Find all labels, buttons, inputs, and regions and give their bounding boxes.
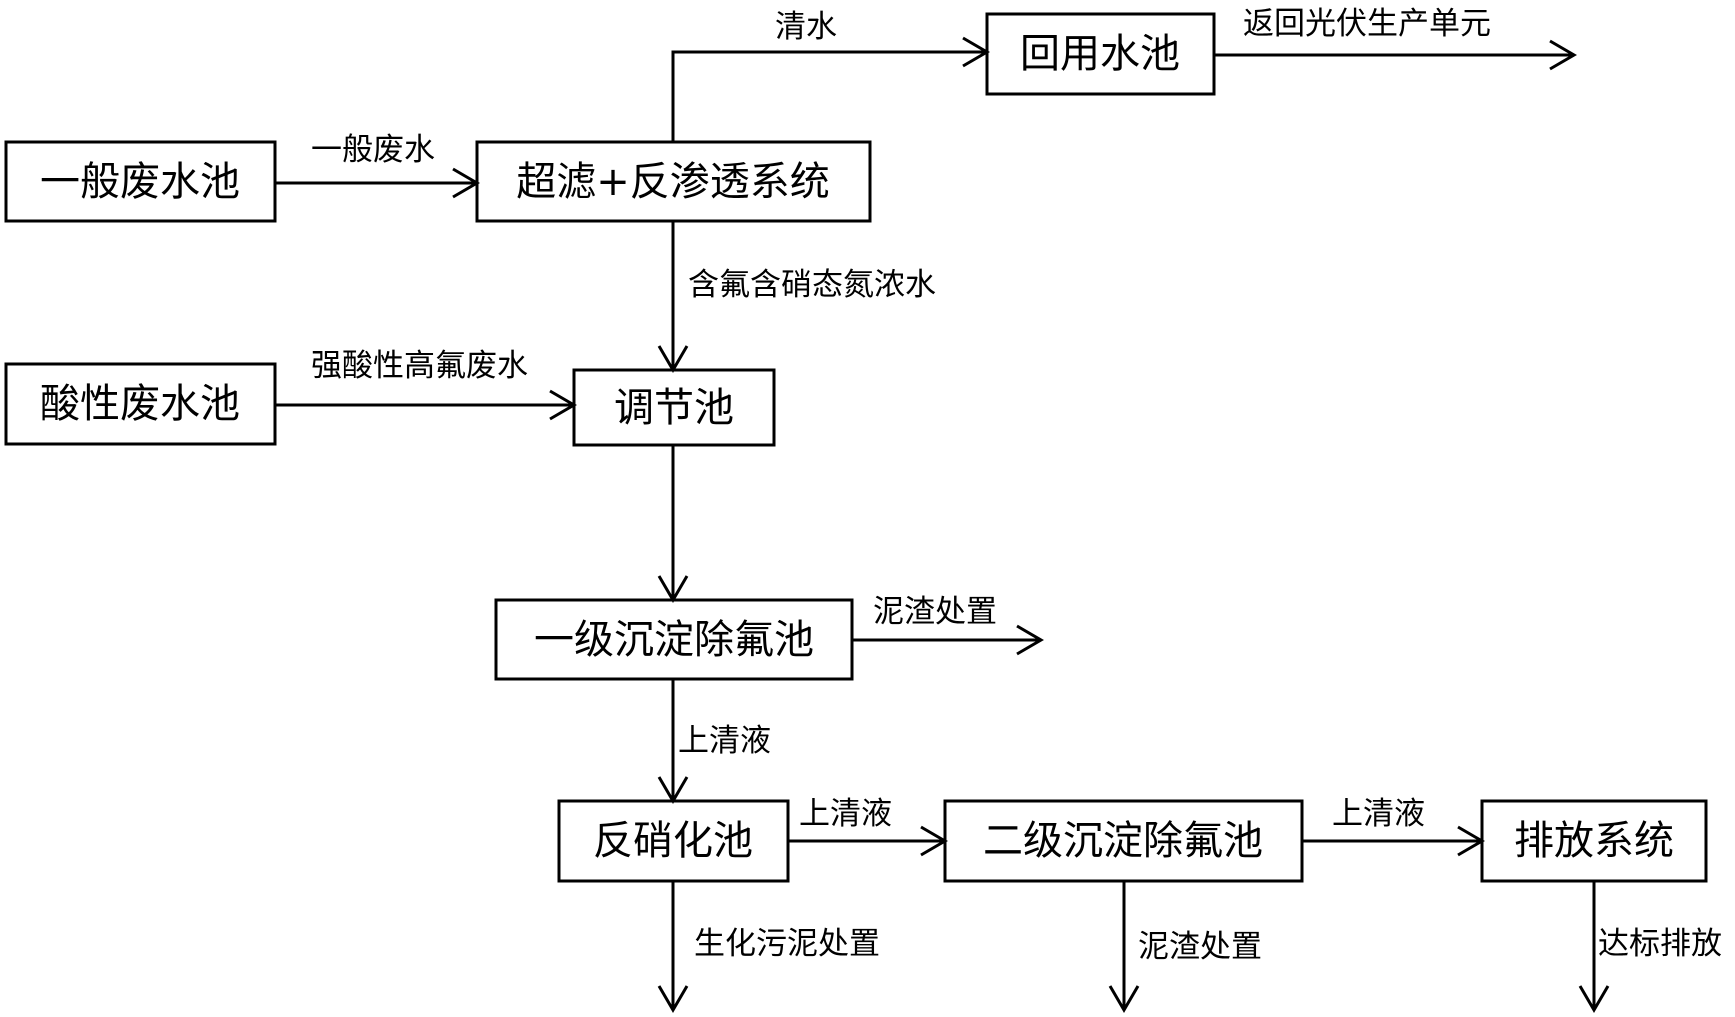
edge-uf-to-reuse: 清水 <box>671 9 990 142</box>
edge-label: 含氟含硝态氮浓水 <box>688 267 936 303</box>
edge-label: 清水 <box>775 9 837 45</box>
edge-label: 上清液 <box>678 723 771 759</box>
node-box <box>494 598 854 681</box>
edge-label: 上清液 <box>799 796 892 832</box>
edge-acid-to-equalization: 强酸性高氟废水 <box>275 348 577 421</box>
edge-label: 一般废水 <box>311 132 435 168</box>
node-reuse-tank: 回用水池 <box>985 12 1216 96</box>
edge-denitrification-to-secondary: 上清液 <box>788 796 948 857</box>
edge-primary-to-denitrification: 上清液 <box>657 679 771 804</box>
edge-secondary-to-discharge: 上清液 <box>1302 796 1485 857</box>
node-label: 排放系统 <box>1514 818 1674 864</box>
node-label: 一般废水池 <box>40 159 240 205</box>
edge-reuse-out: 返回光伏生产单元 <box>1214 6 1577 71</box>
node-discharge-system: 排放系统 <box>1480 799 1708 883</box>
node-box <box>475 140 872 223</box>
edge-primary-sludge: 泥渣处置 <box>852 594 1044 656</box>
edge-label: 泥渣处置 <box>1138 929 1262 965</box>
node-box <box>4 140 277 223</box>
node-denitrification-tank: 反硝化池 <box>557 799 790 883</box>
node-label: 调节池 <box>614 385 734 431</box>
edge-label: 达标排放 <box>1598 926 1722 962</box>
arrow-line <box>671 36 990 142</box>
node-general-wastewater-tank: 一般废水池 <box>4 140 277 223</box>
edge-secondary-sludge: 泥渣处置 <box>1108 881 1262 1013</box>
edge-general-to-uf: 一般废水 <box>275 132 480 199</box>
node-label: 酸性废水池 <box>40 381 240 427</box>
edge-uf-to-equalization: 含氟含硝态氮浓水 <box>657 221 936 373</box>
node-secondary-settling-tank: 二级沉淀除氟池 <box>943 799 1304 883</box>
node-acid-wastewater-tank: 酸性废水池 <box>4 362 277 446</box>
node-label: 反硝化池 <box>593 818 753 864</box>
edge-label: 上清液 <box>1332 796 1425 832</box>
edge-label: 返回光伏生产单元 <box>1243 6 1491 42</box>
node-primary-settling-tank: 一级沉淀除氟池 <box>494 598 854 681</box>
edge-denitrification-sludge: 生化污泥处置 <box>657 881 880 1013</box>
edge-discharge-out: 达标排放 <box>1578 881 1722 1013</box>
node-label: 二级沉淀除氟池 <box>983 818 1263 864</box>
node-label: 一级沉淀除氟池 <box>534 617 814 663</box>
edge-label: 生化污泥处置 <box>694 926 880 962</box>
node-uf-ro-system: 超滤+反渗透系统 <box>475 140 872 223</box>
node-label: 超滤+反渗透系统 <box>516 159 830 205</box>
edge-label: 强酸性高氟废水 <box>311 348 528 384</box>
node-equalization-tank: 调节池 <box>572 368 776 447</box>
node-label: 回用水池 <box>1020 31 1180 77</box>
edge-label: 泥渣处置 <box>873 594 997 630</box>
node-box <box>985 12 1216 96</box>
